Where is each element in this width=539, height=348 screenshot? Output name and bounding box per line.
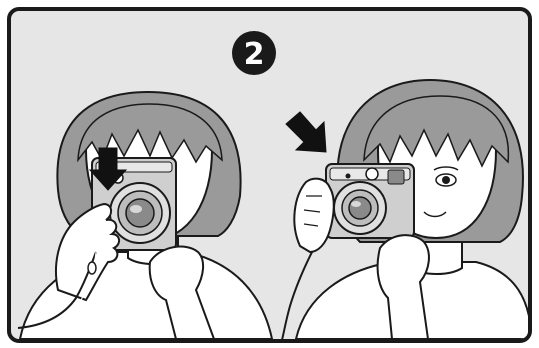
instant-camera-icon [326, 164, 414, 238]
step-number: 2 [244, 37, 265, 72]
step-badge: 2 [232, 31, 276, 75]
